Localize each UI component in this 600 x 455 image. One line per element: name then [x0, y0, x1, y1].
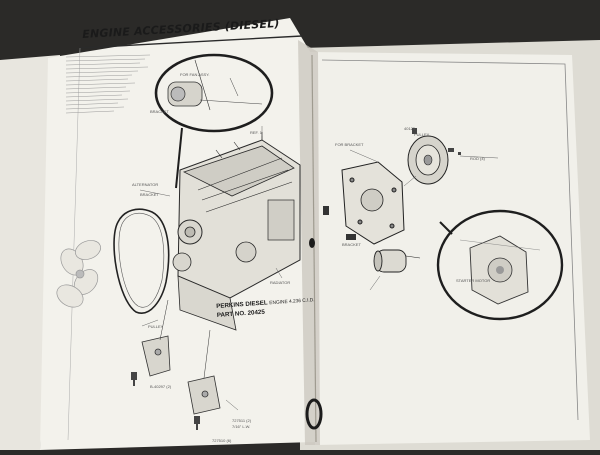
callout-fan-assy: FOR FAN ASSY. [180, 72, 210, 77]
title-rule [79, 35, 303, 49]
right-page [310, 52, 590, 445]
engine-block-drawing [172, 132, 301, 331]
callout-ref-1: REF. 1 [250, 130, 263, 135]
callout-washer: 7/16" L.W. [232, 424, 250, 429]
callout-rod: ROD (4) [470, 156, 486, 161]
callout-b40297: B-40297 (2) [150, 384, 172, 389]
cooling-fan [56, 240, 101, 308]
leader-lines-right [349, 149, 499, 291]
callout-for-bracket: FOR BRACKET [335, 142, 364, 147]
left-page-border [67, 47, 81, 441]
callout-bracket-upper: BRACKET [150, 109, 169, 114]
right-small-parts [412, 128, 461, 155]
starter-detail-inset [436, 209, 564, 321]
bolt-left [131, 372, 137, 386]
right-bolts [323, 206, 356, 240]
starter-motor [373, 249, 421, 273]
callout-radiator: RADIATOR [270, 280, 290, 285]
inset-leader-left [175, 127, 183, 189]
engine-label-spec: ENGINE 4.236 C.I.D. [269, 298, 315, 307]
right-page-frame [321, 59, 579, 421]
right-pulley [407, 135, 449, 185]
parts-list-block [65, 54, 151, 114]
lower-left-bracket [141, 299, 171, 377]
fan-belt-inner [118, 212, 165, 308]
mounting-plate [341, 161, 405, 245]
fan-belt [113, 208, 170, 314]
inset-leader-right [439, 221, 453, 235]
callout-727510: 727510 (6) [212, 438, 232, 443]
binder-ring [305, 238, 323, 430]
callout-labels: REF. 1 FOR FAN ASSY. BRACKET ALTERNATOR … [132, 72, 490, 443]
callout-727511: 727511 (2) [232, 418, 252, 423]
callout-alternator: ALTERNATOR [132, 182, 158, 187]
lower-center-bracket [187, 329, 221, 415]
callout-40125: 40125 [404, 126, 416, 131]
leader-lines-left [139, 126, 283, 411]
callout-pulley-right: PULLEY [414, 132, 430, 137]
alternator-detail-inset [154, 53, 274, 133]
bolt-center [194, 416, 200, 430]
callout-pulley: PULLEY [148, 324, 164, 329]
page-gutter-line [311, 54, 317, 443]
callout-starter: STARTER MOTOR [456, 278, 490, 283]
callout-bracket-right: BRACKET [342, 242, 361, 247]
callout-bracket-mid: BRACKET [140, 192, 159, 197]
